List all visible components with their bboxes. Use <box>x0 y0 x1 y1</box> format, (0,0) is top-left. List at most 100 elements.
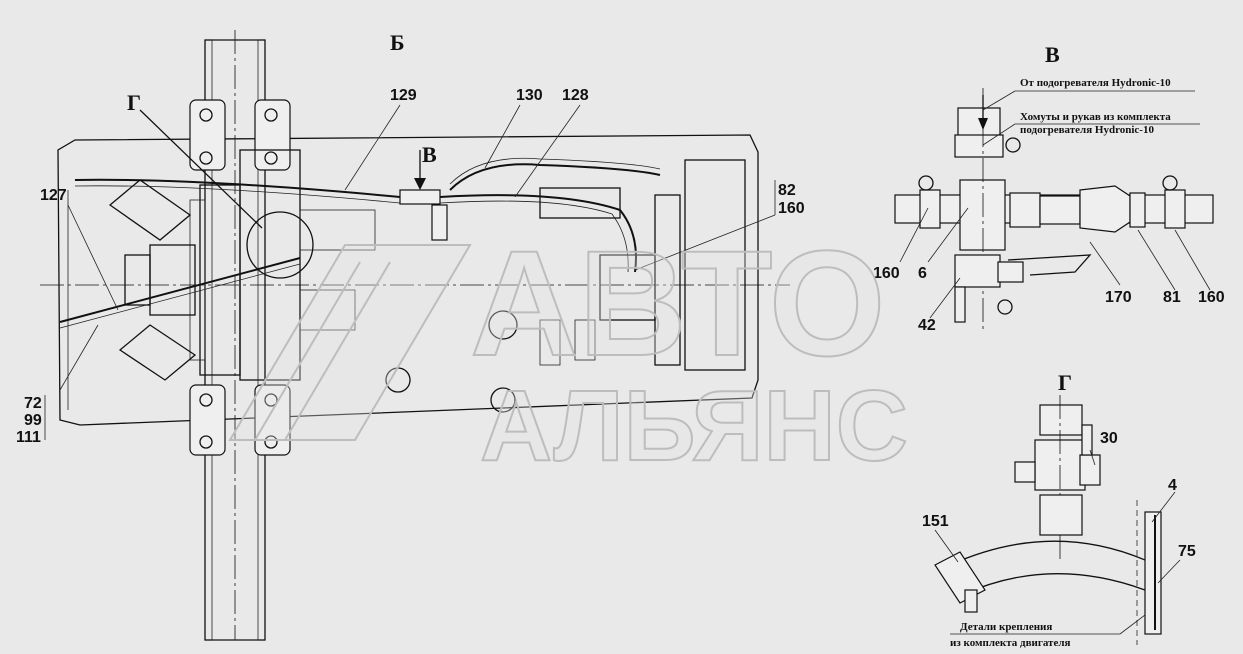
clamp-screw <box>1005 137 1021 153</box>
note-heater: От подогревателя Hydronic-10 <box>1020 77 1171 89</box>
callout-111: 111 <box>16 429 41 446</box>
watermark-logo-stripe <box>254 261 361 441</box>
tank <box>599 254 656 321</box>
flange <box>189 199 206 361</box>
bolt <box>199 151 213 165</box>
watermark: АВТО АЛЬЯНС <box>228 218 909 483</box>
callout-127: 127 <box>40 187 67 204</box>
hose-end <box>1039 195 1081 225</box>
valve-knob <box>997 261 1024 283</box>
engine-part <box>299 209 376 251</box>
callout-30: 30 <box>1100 430 1118 447</box>
note-clamps-2: подогревателя Hydronic-10 <box>1020 124 1154 136</box>
clamp-160-left <box>919 189 941 229</box>
pipe-128 <box>439 194 637 273</box>
bracket-bottom-right <box>254 384 291 456</box>
leader-160a <box>899 207 929 263</box>
view-g-label: Г <box>1058 370 1072 395</box>
watermark-line1: АВТО <box>470 219 886 387</box>
arrow-v-label: В <box>422 142 437 167</box>
clamp-160-right <box>1164 189 1186 229</box>
callout-72: 72 <box>24 395 42 412</box>
leader-82 <box>634 214 776 271</box>
rear-panel <box>684 159 746 371</box>
mount-upper <box>108 179 192 241</box>
valve-stem <box>954 286 966 323</box>
view-v <box>894 88 1214 330</box>
view-b-label: Б <box>390 30 405 55</box>
bracket-bottom-left <box>189 384 226 456</box>
tee-body <box>959 179 1006 251</box>
note-engine-2: из комплекта двигателя <box>950 637 1071 649</box>
gearbox-stub <box>149 244 196 316</box>
callout-75: 75 <box>1178 543 1196 560</box>
bolt <box>264 151 278 165</box>
coupling-v <box>399 189 441 205</box>
g-valve-side <box>1079 454 1101 486</box>
leader-6 <box>927 207 969 263</box>
heater-block <box>539 187 621 219</box>
note-engine-1: Детали крепления <box>960 621 1052 633</box>
detail-g-marker: Г <box>127 90 141 115</box>
leader-127 <box>67 204 119 311</box>
callout-99: 99 <box>24 412 42 429</box>
leader-129 <box>344 104 401 191</box>
watermark-line2: АЛЬЯНС <box>480 370 908 482</box>
detail-g-leader <box>139 109 263 229</box>
watermark-logo-stripe <box>284 261 391 441</box>
note-engine-leader <box>1119 614 1146 635</box>
shaft-flange <box>124 254 151 306</box>
bolt <box>199 435 213 449</box>
pipe-130 <box>449 163 661 191</box>
leader-42 <box>929 277 961 319</box>
leader-128 <box>514 104 581 198</box>
g-top-pipe <box>1039 404 1083 436</box>
pipe-130-inner <box>449 157 661 185</box>
leader-30 <box>1089 449 1096 466</box>
clamp-screw <box>997 299 1013 315</box>
leader-4 <box>1151 491 1176 523</box>
leader-130 <box>484 104 521 169</box>
bolt <box>199 108 213 122</box>
clamp-81 <box>1129 192 1146 228</box>
bolt <box>264 393 278 407</box>
bracket-170 <box>1007 254 1092 276</box>
pipe-lower-inner <box>59 263 301 329</box>
main-view <box>40 30 790 641</box>
watermark-logo-mark <box>228 244 472 441</box>
pipe-lower <box>59 257 301 323</box>
clamp-screw <box>918 175 934 191</box>
g-hose-upper <box>949 540 1146 566</box>
bracket-top-left <box>189 99 226 171</box>
g-plate <box>1144 511 1162 635</box>
valve-stem <box>431 204 448 241</box>
leader-72 <box>59 324 99 391</box>
callout-129: 129 <box>390 87 417 104</box>
callout-151: 151 <box>922 513 949 530</box>
leader-160b <box>1174 229 1211 291</box>
callout-82: 82 <box>778 182 796 199</box>
labels: Б В Г Г В 129 130 128 127 82 160 72 99 1… <box>16 30 1225 649</box>
pipe-129 <box>74 178 401 198</box>
nut <box>1009 192 1041 228</box>
detail-g-circle <box>246 211 314 279</box>
leader-75 <box>1157 559 1181 584</box>
callout-4: 4 <box>1168 477 1177 494</box>
small-bracket <box>574 319 596 361</box>
bolt <box>264 108 278 122</box>
clamp-151-screw <box>964 589 978 613</box>
callout-81: 81 <box>1163 289 1181 306</box>
view-v-label: В <box>1045 42 1060 67</box>
g-valve-stem <box>1081 424 1093 456</box>
leader-81 <box>1137 229 1176 291</box>
note-clamps-leader <box>982 123 1016 146</box>
mount-lower <box>118 324 197 381</box>
pipe-128-inner <box>439 200 629 273</box>
g-hose-lower <box>961 573 1146 596</box>
callout-130: 130 <box>516 87 543 104</box>
note-clamps-1: Хомуты и рукав из комплекта <box>1020 111 1171 123</box>
leader-170 <box>1089 241 1121 286</box>
cross-member-inner <box>211 39 259 641</box>
callout-160-v-left: 160 <box>873 265 900 282</box>
